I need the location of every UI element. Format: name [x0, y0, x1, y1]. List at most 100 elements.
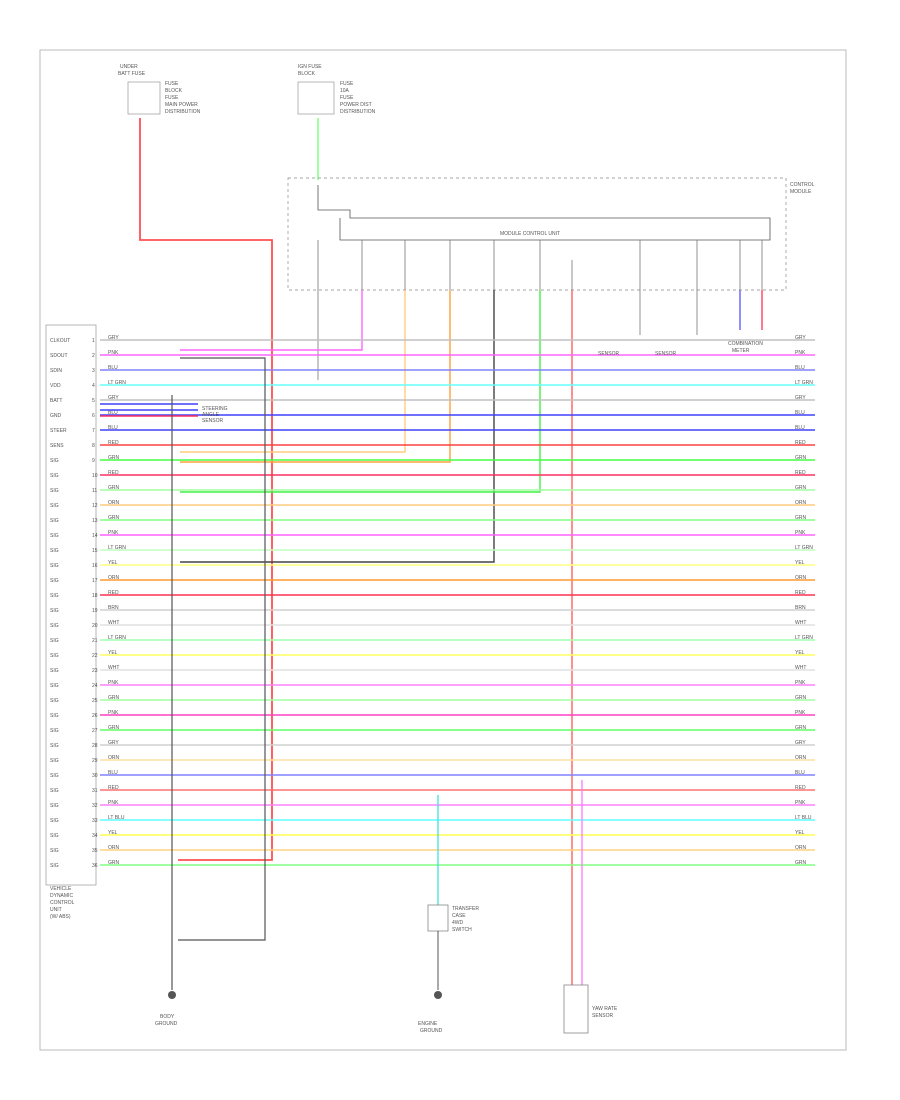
pin-number: 13: [92, 518, 98, 524]
wire-color-code: BLU: [108, 425, 118, 431]
wire-color-code: WHT: [108, 620, 119, 626]
wire-color-code: BLU: [108, 770, 118, 776]
pin-label: SIG: [50, 578, 59, 584]
wire-color-code: LT BLU: [108, 815, 125, 821]
wire-color-code: YEL: [108, 830, 118, 836]
wire-color-code-right: WHT: [795, 620, 806, 626]
pin-label: SIG: [50, 818, 59, 824]
pin-number: 12: [92, 503, 98, 509]
svg-text:CASE: CASE: [452, 913, 466, 919]
internal-lines: [317, 240, 763, 380]
wire-color-code: GRN: [108, 860, 120, 866]
ground-center: [434, 991, 442, 999]
svg-text:MODULE: MODULE: [790, 189, 812, 195]
pin-label: SIG: [50, 863, 59, 869]
wire-color-code: GRN: [108, 725, 120, 731]
pin-label: SIG: [50, 803, 59, 809]
pin-label: SIG: [50, 773, 59, 779]
wire-color-code-right: PNK: [795, 680, 806, 686]
wire-color-code: PNK: [108, 710, 119, 716]
svg-text:TRANSFER: TRANSFER: [452, 906, 479, 912]
pin-number: 35: [92, 848, 98, 854]
wire-color-code: LT GRN: [108, 380, 126, 386]
wire-red-main: [139, 118, 273, 861]
wire-color-code: GRY: [108, 335, 119, 341]
wire-color-code: GRY: [108, 395, 119, 401]
svg-text:VEHICLE: VEHICLE: [50, 886, 72, 892]
pin-label: SIG: [50, 713, 59, 719]
svg-text:DYNAMIC: DYNAMIC: [50, 893, 73, 899]
pin-number: 26: [92, 713, 98, 719]
pin-number: 4: [92, 383, 95, 389]
wire-color-code-right: YEL: [795, 560, 805, 566]
wire-color-code: ORN: [108, 500, 120, 506]
pin-number: 18: [92, 593, 98, 599]
wire-color-code-right: ORN: [795, 575, 807, 581]
wire-color-code-right: GRN: [795, 695, 807, 701]
wire-color-code: PNK: [108, 350, 119, 356]
pin-label: BATT: [50, 398, 62, 404]
right-component: [563, 984, 589, 1034]
pin-label: CLKOUT: [50, 338, 70, 344]
wire-color-code-right: RED: [795, 440, 806, 446]
svg-text:BLOCK: BLOCK: [165, 88, 183, 94]
svg-text:BATT FUSE: BATT FUSE: [118, 71, 146, 77]
wire-color-code-right: ORN: [795, 845, 807, 851]
pin-label: VDD: [50, 383, 61, 389]
svg-text:SENSOR: SENSOR: [202, 418, 224, 424]
svg-text:4WD: 4WD: [452, 920, 464, 926]
svg-text:MAIN POWER: MAIN POWER: [165, 102, 198, 108]
pin-number: 36: [92, 863, 98, 869]
svg-text:GROUND: GROUND: [155, 1021, 178, 1027]
wire-color-code-right: GRN: [795, 725, 807, 731]
pin-label: SIG: [50, 533, 59, 539]
pin-label: SIG: [50, 458, 59, 464]
wire-color-code: PNK: [108, 800, 119, 806]
pin-label: SIG: [50, 593, 59, 599]
svg-text:BLOCK: BLOCK: [298, 71, 316, 77]
wire-dark-box: [178, 357, 266, 941]
pin-number: 5: [92, 398, 95, 404]
pin-number: 31: [92, 788, 98, 794]
wire-color-code: BLU: [108, 410, 118, 416]
svg-text:STEERING: STEERING: [202, 406, 228, 412]
internal-bus: [317, 185, 771, 241]
pin-label: SIG: [50, 503, 59, 509]
svg-text:IGN FUSE: IGN FUSE: [298, 64, 322, 70]
pin-number: 17: [92, 578, 98, 584]
pin-number: 14: [92, 533, 98, 539]
wire-color-code-right: PNK: [795, 530, 806, 536]
wire-color-code-right: RED: [795, 470, 806, 476]
wire-color-code: PNK: [108, 530, 119, 536]
svg-text:DISTRIBUTION: DISTRIBUTION: [165, 109, 201, 115]
pin-number: 10: [92, 473, 98, 479]
svg-text:FUSE: FUSE: [340, 81, 354, 87]
pin-number: 2: [92, 353, 95, 359]
pin-label: SENS: [50, 443, 64, 449]
sensor-lines: [100, 403, 198, 417]
wire-color-code-right: BRN: [795, 605, 806, 611]
pin-label: SIG: [50, 518, 59, 524]
wire-color-code: ORN: [108, 845, 120, 851]
wire-color-code: GRN: [108, 485, 120, 491]
wire-color-code: PNK: [108, 680, 119, 686]
pin-label: GND: [50, 413, 62, 419]
wire-color-code: WHT: [108, 665, 119, 671]
pin-number: 32: [92, 803, 98, 809]
pin-number: 23: [92, 668, 98, 674]
wire-color-code: BLU: [108, 365, 118, 371]
pin-label: SIG: [50, 563, 59, 569]
wire-color-code-right: GRY: [795, 740, 806, 746]
pin-label: SIG: [50, 608, 59, 614]
pin-number: 3: [92, 368, 95, 374]
pin-label: SDOUT: [50, 353, 68, 359]
svg-text:COMBINATION: COMBINATION: [728, 341, 763, 347]
pin-number: 15: [92, 548, 98, 554]
svg-text:FUSE: FUSE: [340, 95, 354, 101]
pin-label: SIG: [50, 758, 59, 764]
wire-color-code: GRY: [108, 740, 119, 746]
pin-label: SIG: [50, 623, 59, 629]
wire-color-code-right: GRN: [795, 515, 807, 521]
wire-color-code-right: LT BLU: [795, 815, 812, 821]
wire-color-code: LT GRN: [108, 635, 126, 641]
